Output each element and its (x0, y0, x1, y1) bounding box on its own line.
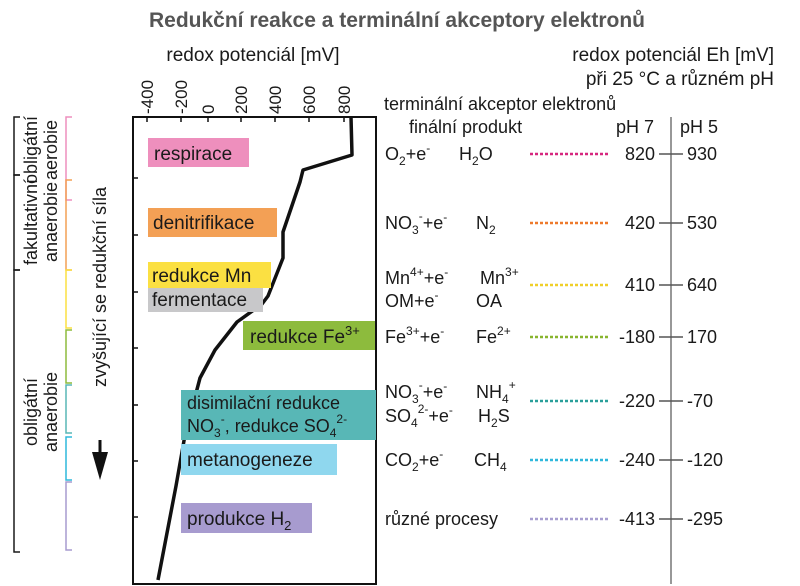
header-ph5: pH 5 (680, 117, 718, 137)
ph7-value: 410 (625, 275, 655, 295)
down-arrow-icon (92, 440, 108, 480)
reaction-o2: O2+e-H2O (385, 141, 493, 168)
tick-label: 400 (266, 86, 285, 114)
ph5-value: 530 (687, 213, 717, 233)
reaction-om: OM+e-OA (385, 288, 502, 311)
tick-label: 0 (199, 105, 218, 114)
header-akceptor: terminální akceptor elektronů (384, 94, 616, 114)
ph7-value: 420 (625, 213, 655, 233)
process-metanogeneze: metanogeneze (181, 444, 337, 475)
dotted-connectors (530, 152, 608, 521)
tick-label: -200 (172, 80, 191, 114)
ph7-value: -413 (619, 509, 655, 529)
process-produkce-h2: produkce H2 (181, 503, 312, 533)
ph5-value: -70 (687, 391, 713, 411)
process-label: respirace (154, 144, 232, 165)
header-eh-line2: při 25 °C a různém pH (586, 69, 774, 90)
label-fakultativni-anaerobie: fakultativníanaerobie (21, 179, 61, 265)
ph7-value: -180 (619, 327, 655, 347)
left-tick-marks (133, 177, 138, 518)
ph7-value: -240 (619, 450, 655, 470)
ph-connector-dashes (659, 153, 683, 520)
reaction-no3-nh4: NO3-+e-NH4+ (385, 378, 516, 406)
ph5-value: -295 (687, 509, 723, 529)
diagram-title: Redukční reakce a terminální akceptory e… (149, 9, 645, 32)
chart-frame (132, 116, 377, 585)
process-label: metanogeneze (187, 450, 313, 471)
label-obligatni-aerobie: obligátníaerobie (21, 116, 61, 184)
header-eh-line1: redox potenciál Eh [mV] (572, 45, 774, 66)
process-label: redukce Mn (152, 266, 251, 287)
process-disimilacni-redukce: disimilační redukce NO3-, redukce SO42- (181, 390, 376, 440)
process-label: disimilační redukce (187, 393, 340, 413)
top-tick-marks (146, 117, 345, 122)
header-ph7: pH 7 (616, 117, 654, 137)
reactions: O2+e-H2O NO3-+e-N2 Mn4++e-Mn3+ OM+e-OA F… (385, 141, 519, 529)
ph7-value: -220 (619, 391, 655, 411)
ph7-value: 820 (625, 144, 655, 164)
process-respirace: respirace (148, 138, 249, 167)
top-axis-label: redox potenciál [mV] (166, 45, 339, 66)
reaction-so4: SO42-+e-H2S (385, 402, 510, 430)
process-redukce-mn: redukce Mn (148, 262, 271, 288)
reaction-co2: CO2+e-CH4 (385, 447, 507, 474)
process-label: NO3-, redukce SO42- (187, 412, 347, 440)
ph5-value: 640 (687, 275, 717, 295)
tick-label: 600 (300, 86, 319, 114)
process-denitrifikace: denitrifikace (148, 208, 277, 237)
process-label: fermentace (152, 290, 247, 311)
process-fermentace: fermentace (148, 288, 263, 312)
tick-label: 800 (335, 86, 354, 114)
reaction-ruzne: různé procesy (385, 509, 498, 529)
reaction-no3: NO3-+e-N2 (385, 209, 496, 237)
process-label: redukce Fe3+ (250, 323, 360, 348)
left-brackets (13, 116, 72, 553)
top-axis-ticks: -400 -200 0 200 400 600 800 (138, 80, 354, 114)
label-redukcni-sila: zvyšující se redukční síla (90, 186, 110, 387)
reaction-mn: Mn4++e-Mn3+ (385, 265, 519, 288)
ph5-value: 170 (687, 327, 717, 347)
reaction-fe: Fe3++e-Fe2+ (385, 324, 511, 347)
ph5-value: -120 (687, 450, 723, 470)
ph5-value: 930 (687, 144, 717, 164)
potential-values: 820 930 420 530 410 640 -180 170 -220 -7… (619, 144, 723, 529)
tick-label: 200 (232, 86, 251, 114)
process-redukce-fe: redukce Fe3+ (243, 321, 375, 350)
header-produkt: finální produkt (409, 117, 522, 137)
label-obligatni-anaerobie: obligátníanaerobie (21, 372, 61, 452)
tick-label: -400 (138, 80, 157, 114)
process-label: denitrifikace (153, 213, 254, 234)
process-label: produkce H2 (187, 509, 291, 533)
